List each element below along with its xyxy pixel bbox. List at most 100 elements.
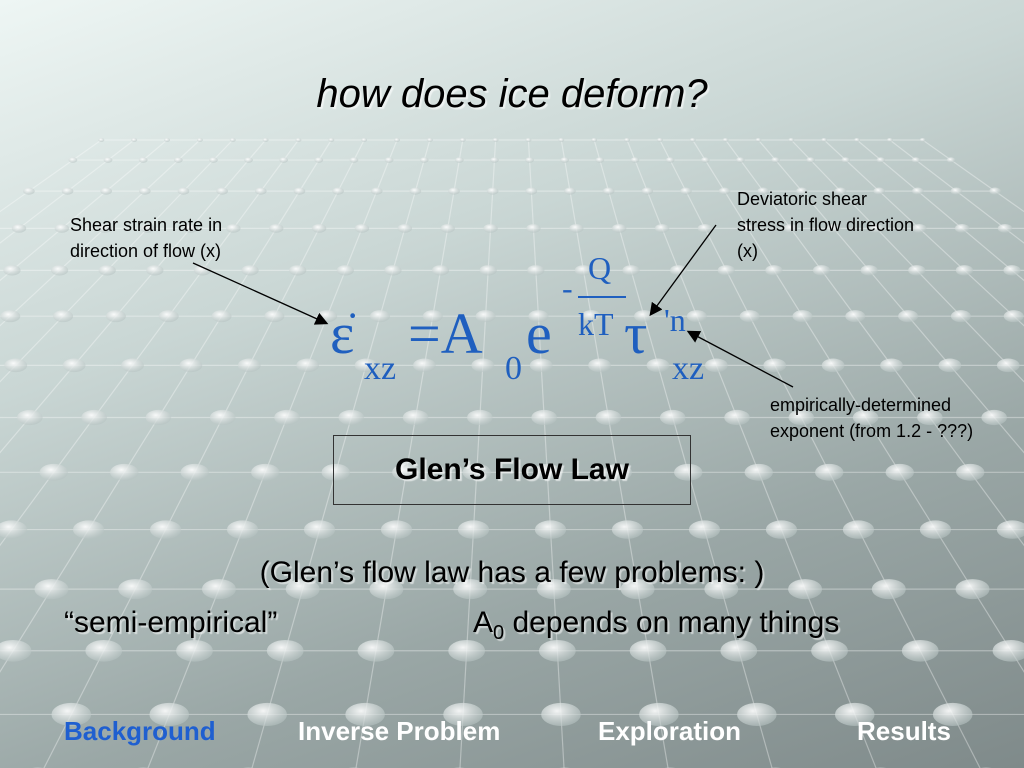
grid-dot bbox=[140, 224, 155, 233]
grid-dot bbox=[646, 358, 670, 373]
grid-dot bbox=[783, 224, 798, 233]
grid-dot bbox=[588, 358, 611, 373]
grid-dot bbox=[954, 224, 970, 233]
nav-inverse-problem[interactable]: Inverse Problem bbox=[298, 716, 501, 746]
grid-dot bbox=[17, 409, 43, 426]
grid-dot bbox=[384, 157, 394, 163]
grid-dot bbox=[321, 463, 350, 481]
grid-dot bbox=[602, 187, 615, 195]
exponent-minus: - bbox=[562, 270, 573, 306]
grid-dot bbox=[834, 702, 875, 727]
grid-dot bbox=[956, 463, 985, 481]
nav-exploration[interactable]: Exploration bbox=[598, 716, 742, 746]
grid-dot bbox=[345, 702, 385, 727]
exponent-numerator: Q bbox=[588, 250, 612, 286]
grid-dot bbox=[237, 358, 261, 373]
grid-dot bbox=[560, 157, 570, 163]
A-subscript: 0 bbox=[505, 350, 522, 387]
grid-dot bbox=[815, 463, 844, 481]
grid-dot bbox=[950, 310, 971, 323]
exponential-e: e bbox=[526, 301, 552, 366]
grid-dot bbox=[525, 187, 538, 195]
grid-dot bbox=[209, 157, 218, 163]
grid-dot bbox=[149, 702, 190, 727]
grid-dot bbox=[354, 224, 370, 233]
grid-dot bbox=[183, 224, 198, 233]
grid-dot bbox=[443, 702, 483, 727]
grid-dot bbox=[448, 639, 486, 662]
grid-dot bbox=[873, 187, 885, 195]
grid-dot bbox=[525, 157, 534, 163]
grid-dot bbox=[919, 138, 926, 142]
grid-dot bbox=[457, 520, 490, 539]
grid-dot bbox=[3, 265, 21, 276]
grid-dot bbox=[704, 358, 728, 373]
grid-dot bbox=[409, 187, 422, 195]
grid-dot bbox=[492, 138, 499, 142]
grid-dot bbox=[39, 463, 68, 481]
grid-dot bbox=[193, 265, 212, 276]
grid-dot bbox=[336, 265, 354, 276]
grid-dot bbox=[176, 639, 213, 662]
grid-dot bbox=[110, 463, 139, 481]
grid-dot bbox=[950, 187, 963, 195]
grid-dot bbox=[656, 138, 663, 142]
grid-dot bbox=[845, 310, 866, 323]
exponent-denominator: kT bbox=[578, 306, 614, 342]
grid-dot bbox=[911, 157, 921, 163]
grid-dot bbox=[806, 157, 815, 163]
grid-dot bbox=[717, 265, 735, 276]
grid-dot bbox=[98, 138, 105, 142]
grid-dot bbox=[853, 138, 860, 142]
grid-dot bbox=[422, 310, 443, 323]
grid-dot bbox=[989, 187, 1001, 195]
grid-dot bbox=[448, 187, 460, 195]
grid-dot bbox=[85, 639, 123, 662]
grid-dot bbox=[479, 265, 497, 276]
grid-dot bbox=[680, 187, 692, 195]
grid-dot bbox=[740, 224, 755, 233]
grid-dot bbox=[296, 358, 320, 373]
grid-dot bbox=[139, 187, 151, 195]
grid-dot bbox=[357, 639, 395, 662]
grid-dot bbox=[394, 138, 401, 142]
grid-dot bbox=[757, 187, 770, 195]
nav-results[interactable]: Results bbox=[857, 716, 951, 746]
grid-dot bbox=[0, 639, 32, 662]
grid-dot bbox=[209, 409, 236, 426]
grid-dot bbox=[251, 463, 280, 481]
fraction-bar bbox=[578, 296, 626, 298]
grid-dot bbox=[269, 224, 284, 233]
grid-dot bbox=[611, 224, 627, 233]
grid-dot bbox=[901, 639, 939, 662]
exponent-annotation: empirically-determined exponent (from 1.… bbox=[770, 395, 974, 441]
grid-dot bbox=[704, 579, 739, 600]
grid-dot bbox=[955, 579, 990, 600]
grid-dot bbox=[826, 224, 841, 233]
grid-dot bbox=[689, 138, 696, 142]
grid-dot bbox=[629, 639, 667, 662]
grid-dot bbox=[955, 265, 974, 276]
grid-dot bbox=[311, 224, 327, 233]
grid-dot bbox=[665, 157, 675, 163]
grid-dot bbox=[996, 520, 1024, 539]
stress-symbol: τ bbox=[624, 301, 648, 366]
grid-dot bbox=[841, 157, 851, 163]
problems-line: (Glen’s flow law has a few problems: ) bbox=[259, 556, 765, 589]
grid-dot bbox=[992, 639, 1024, 662]
grid-dot bbox=[293, 187, 306, 195]
grid-dot bbox=[792, 310, 813, 323]
grid-dot bbox=[739, 310, 760, 323]
grid-dot bbox=[266, 639, 304, 662]
stress-subscript: xz bbox=[672, 350, 705, 387]
grid-dot bbox=[146, 265, 164, 276]
grid-dot bbox=[620, 579, 655, 600]
grid-dot bbox=[369, 310, 390, 323]
grid-dot bbox=[413, 358, 436, 373]
grid-dot bbox=[659, 409, 686, 426]
grid-dot bbox=[247, 702, 287, 727]
grid-dot bbox=[821, 358, 845, 373]
nav-background[interactable]: Background bbox=[64, 716, 216, 746]
grid-dot bbox=[529, 358, 553, 373]
